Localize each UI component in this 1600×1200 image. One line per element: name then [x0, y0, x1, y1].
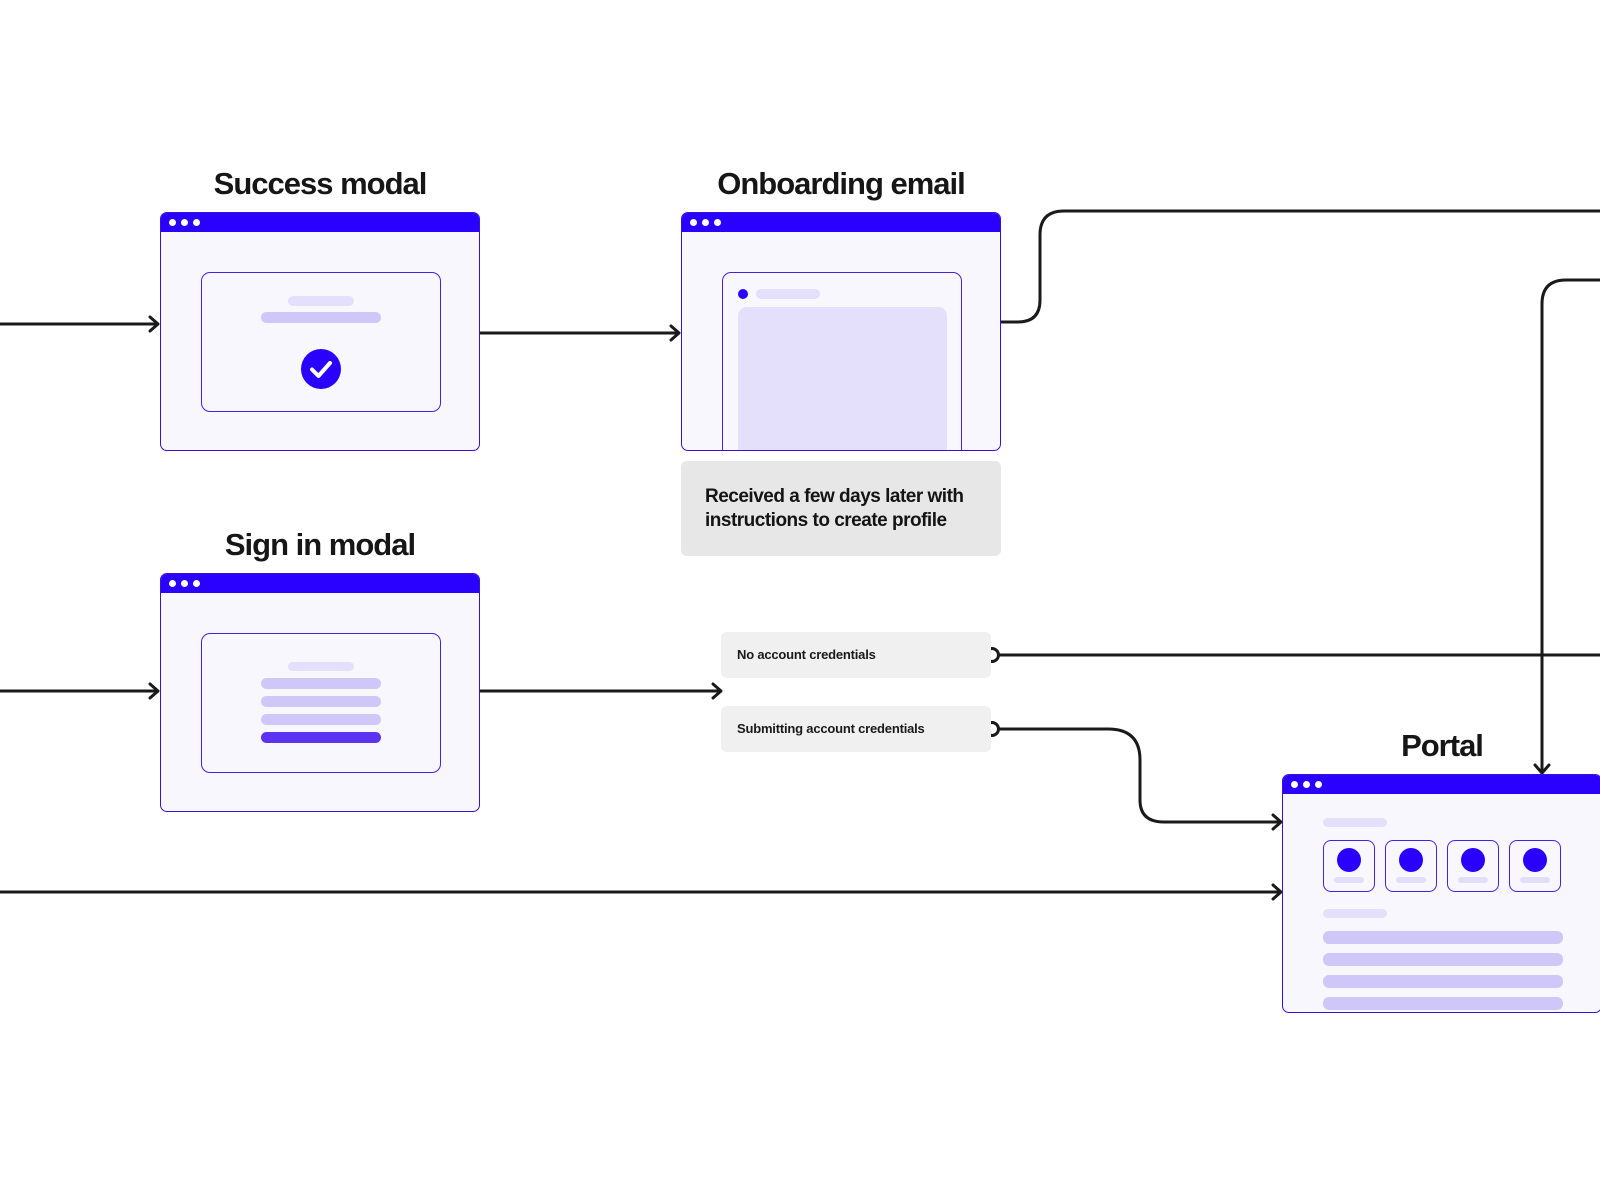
email-sender-dot: [738, 289, 748, 299]
window-dot: [1315, 781, 1322, 788]
modal-card: [201, 272, 441, 412]
sign-in-modal-title: Sign in modal: [224, 527, 416, 562]
tile-avatar: [1523, 848, 1547, 872]
window-dot: [714, 219, 721, 226]
branch-no-account-credentials: No account credentials: [721, 632, 991, 678]
window-title-bar: [161, 574, 479, 593]
portal-tile: [1447, 840, 1499, 892]
window-dot: [169, 219, 176, 226]
connector-onboarding-out: [998, 209, 1600, 324]
tile-label-placeholder: [1334, 877, 1364, 883]
connector-into-portal-top: [1540, 278, 1600, 774]
placeholder-list-row: [1323, 931, 1563, 944]
window-title-bar: [682, 213, 1000, 232]
success-modal-title: Success modal: [213, 166, 428, 201]
placeholder-list-row: [1323, 953, 1563, 966]
branch-submitting-account-credentials: Submitting account credentials: [721, 706, 991, 752]
portal-tile: [1509, 840, 1561, 892]
check-circle-icon: [301, 349, 341, 389]
onboarding-email-title: Onboarding email: [717, 166, 966, 201]
arrowhead: [148, 315, 160, 333]
portal-title: Portal: [1401, 728, 1484, 763]
window-dot: [193, 580, 200, 587]
placeholder-list-row: [1323, 997, 1563, 1010]
tile-label-placeholder: [1520, 877, 1550, 883]
placeholder-heading: [288, 662, 354, 671]
arrowhead: [1533, 763, 1551, 775]
window-dot: [181, 219, 188, 226]
tile-label-placeholder: [1458, 877, 1488, 883]
tile-avatar: [1461, 848, 1485, 872]
window-dot: [1303, 781, 1310, 788]
placeholder-section-heading: [1323, 818, 1387, 827]
arrowhead: [711, 682, 723, 700]
modal-card: [201, 633, 441, 773]
placeholder-input-line: [261, 714, 381, 725]
window-dot: [169, 580, 176, 587]
email-card: [722, 272, 962, 450]
placeholder-subject: [756, 289, 820, 299]
tile-avatar: [1399, 848, 1423, 872]
placeholder-input-line: [261, 678, 381, 689]
arrowhead: [148, 682, 160, 700]
arrowhead: [1271, 883, 1283, 901]
portal-tile: [1385, 840, 1437, 892]
placeholder-email-body: [738, 307, 947, 450]
window-title-bar: [1283, 775, 1600, 794]
placeholder-heading: [288, 296, 354, 306]
onboarding-email-note: Received a few days later with instructi…: [681, 461, 1001, 556]
window-dot: [181, 580, 188, 587]
window-title-bar: [161, 213, 479, 232]
window-dot: [1291, 781, 1298, 788]
sign-in-modal-frame: [160, 573, 480, 812]
tile-avatar: [1337, 848, 1361, 872]
portal-frame: [1282, 774, 1600, 1013]
tile-label-placeholder: [1396, 877, 1426, 883]
placeholder-subheading: [261, 312, 381, 323]
onboarding-email-frame: [681, 212, 1001, 451]
portal-tile: [1323, 840, 1375, 892]
placeholder-input-line: [261, 696, 381, 707]
placeholder-section-heading: [1323, 909, 1387, 918]
arrowhead: [1271, 813, 1283, 831]
window-dot: [702, 219, 709, 226]
connector-submitting-to-portal: [998, 727, 1282, 824]
placeholder-submit-button: [261, 732, 381, 743]
window-dot: [193, 219, 200, 226]
success-modal-frame: [160, 212, 480, 451]
window-dot: [690, 219, 697, 226]
arrowhead: [669, 324, 681, 342]
placeholder-list-row: [1323, 975, 1563, 988]
